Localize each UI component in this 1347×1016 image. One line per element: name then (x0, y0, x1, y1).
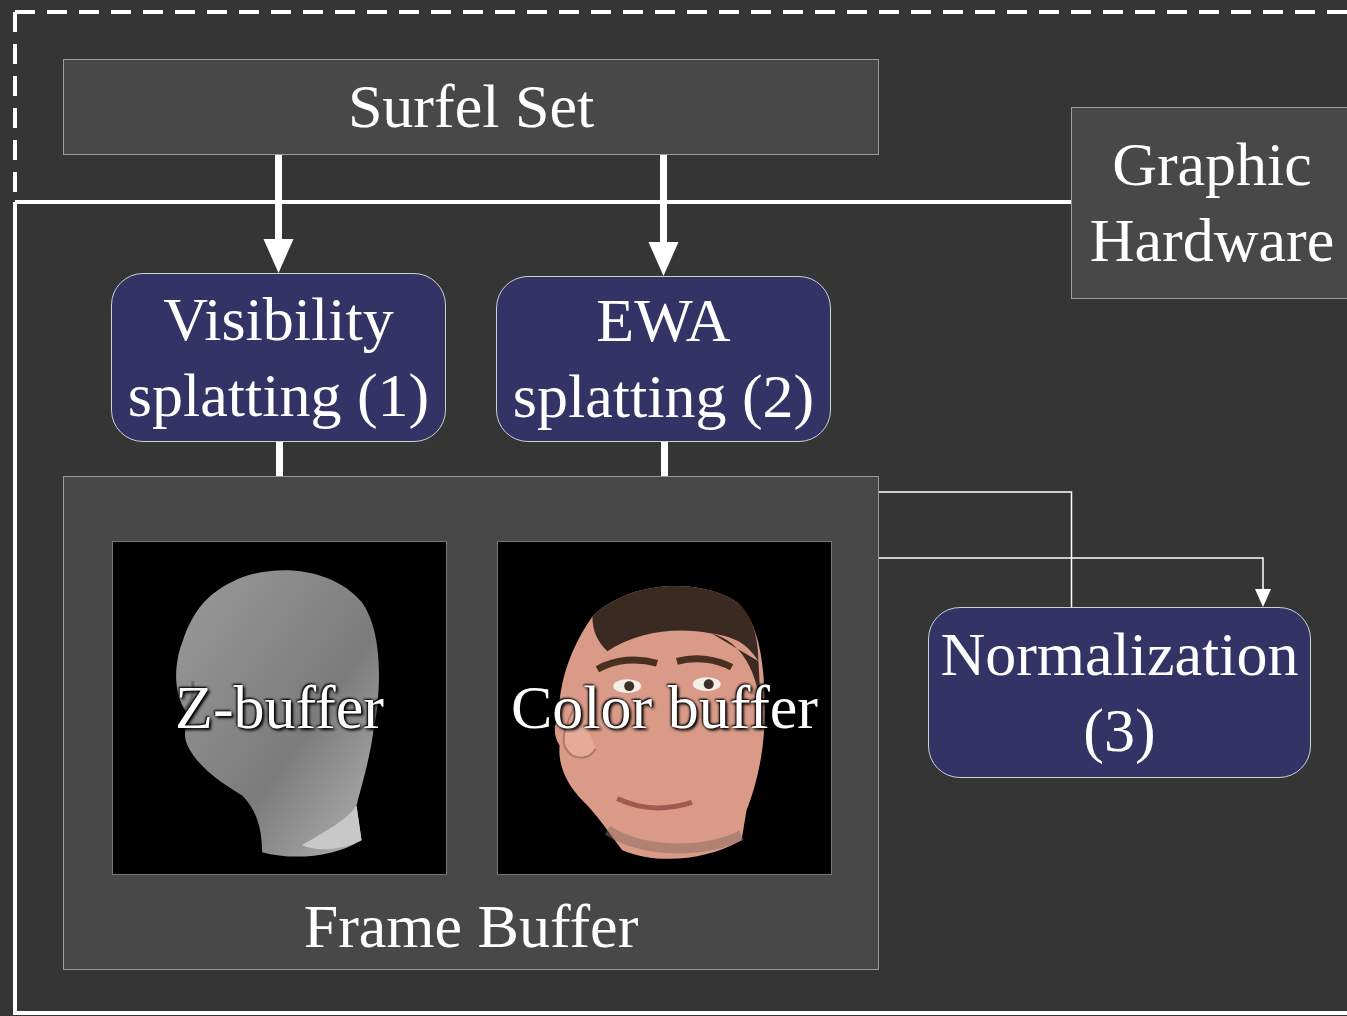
node-label: Frame Buffer (64, 889, 878, 965)
process-box: Normalization (3) (928, 607, 1311, 778)
depth-image: Z-buffer (112, 541, 447, 875)
dashed-border (15, 10, 1347, 14)
connector-line (660, 155, 667, 244)
node-label: Visibility splatting (1) (122, 282, 435, 433)
arrow-head (264, 239, 294, 273)
hardware-border (15, 202, 1347, 1013)
arrow-head (1255, 589, 1271, 607)
buffer-box: Frame Buffer Z-buffer Color buffer (63, 476, 879, 970)
connector-line (275, 155, 282, 241)
connector (649, 155, 679, 276)
node-label: Z-buffer (175, 670, 384, 746)
node-label: Surfel Set (348, 69, 594, 145)
connector (264, 155, 294, 273)
data-box: Surfel Set (63, 59, 879, 155)
node-label: Color buffer (511, 670, 818, 746)
process-box: EWA splatting (2) (496, 276, 831, 442)
node-label: Normalization (3) (939, 617, 1300, 768)
arrow-head (649, 242, 679, 276)
dashed-border (13, 12, 17, 198)
node-label: EWA splatting (2) (507, 283, 820, 434)
color-image: Color buffer (497, 541, 832, 875)
process-box: Visibility splatting (1) (111, 273, 446, 442)
node-label: Graphic Hardware (1082, 127, 1342, 278)
region-label-box: Graphic Hardware (1071, 107, 1347, 299)
